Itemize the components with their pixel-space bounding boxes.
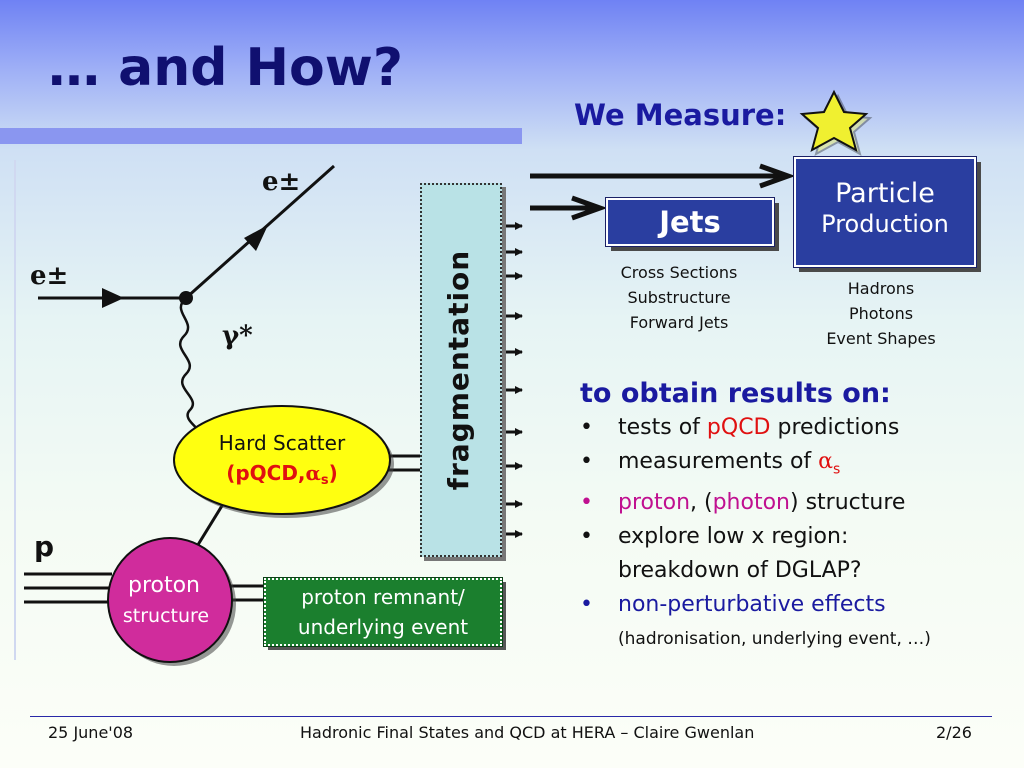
frag-arrows bbox=[502, 222, 523, 538]
particle-production-box: Particle Production bbox=[793, 156, 977, 268]
arrow-to-jets-head-icon bbox=[571, 195, 608, 221]
results-section: to obtain results on: •tests of pQCD pre… bbox=[580, 378, 1020, 654]
result-bullet-pqcd: •tests of pQCD predictions bbox=[580, 415, 900, 440]
list-item: Photons bbox=[848, 304, 914, 323]
hard-scatter-label: Hard Scatter bbox=[219, 431, 346, 455]
e-in-label: e± bbox=[30, 261, 68, 291]
list-item: Event Shapes bbox=[826, 329, 936, 348]
jets-box: Jets bbox=[605, 197, 775, 247]
hard-scatter-ellipse bbox=[173, 405, 391, 515]
footer-rule bbox=[30, 716, 992, 717]
jets-measurements-list: Cross Sections Substructure Forward Jets bbox=[586, 260, 772, 335]
footer-date: 25 June'08 bbox=[48, 723, 134, 742]
left-rule bbox=[14, 160, 16, 660]
proton-structure-label: structure bbox=[123, 605, 209, 627]
title-underline-bar bbox=[0, 128, 522, 144]
result-note: (hadronisation, underlying event, …) bbox=[618, 629, 931, 650]
list-item: Forward Jets bbox=[629, 313, 729, 332]
e-out-label: e± bbox=[262, 167, 300, 197]
particle-measurements-list: Hadrons Photons Event Shapes bbox=[790, 276, 972, 351]
list-item: Hadrons bbox=[847, 279, 915, 298]
footer-page-number: 2/26 bbox=[936, 723, 972, 742]
result-bullet-structure: •proton, (photon) structure bbox=[580, 490, 906, 516]
gamma-label: γ* bbox=[222, 321, 253, 351]
results-heading: to obtain results on: bbox=[580, 378, 891, 409]
remnant-line2: underlying event bbox=[297, 615, 469, 639]
electron-in-arrow-icon bbox=[102, 288, 124, 308]
photon-line bbox=[178, 297, 202, 433]
particle-label: Particle bbox=[835, 178, 935, 209]
fragmentation-label: fragmentation bbox=[442, 249, 475, 491]
result-bullet-alphas: •measurements of αs bbox=[580, 449, 841, 478]
arrow-to-particle-head-icon bbox=[759, 163, 796, 189]
remnant-line1: proton remnant/ bbox=[301, 585, 465, 609]
list-item: Cross Sections bbox=[620, 263, 738, 282]
result-bullet-lowx: •explore low x region:breakdown of DGLAP… bbox=[580, 524, 862, 584]
star-icon-face bbox=[799, 89, 869, 153]
page-title: … and How? bbox=[48, 38, 403, 98]
proton-circle bbox=[107, 537, 233, 663]
p-label: p bbox=[34, 530, 54, 563]
production-label: Production bbox=[821, 210, 949, 238]
fragmentation-box bbox=[420, 183, 502, 557]
proton-label: proton bbox=[128, 573, 200, 598]
footer-title: Hadronic Final States and QCD at HERA – … bbox=[300, 723, 755, 742]
list-item: Substructure bbox=[627, 288, 731, 307]
hard-scatter-sublabel: (pQCD,αs) bbox=[226, 461, 338, 488]
electron-out-arrow-icon bbox=[244, 225, 268, 251]
proton-remnant-box: proton remnant/ underlying event bbox=[263, 577, 503, 647]
result-bullet-nonpert: •non-perturbative effects bbox=[580, 592, 886, 618]
we-measure-heading: We Measure: bbox=[574, 98, 787, 132]
